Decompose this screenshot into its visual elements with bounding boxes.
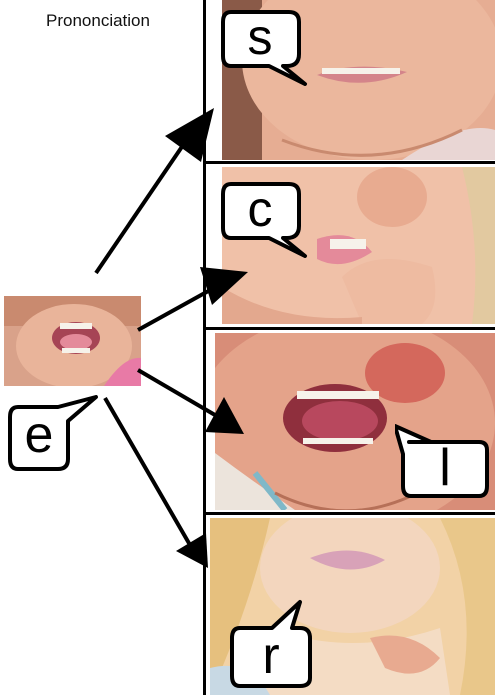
arrowhead-s: [165, 108, 214, 162]
arrow-to-s: [96, 132, 192, 273]
speech-bubble-r: r: [228, 598, 318, 690]
speech-bubble-s: s: [221, 8, 311, 88]
speech-bubble-c: c: [221, 180, 311, 260]
bubble-letter-r: r: [232, 630, 310, 682]
arrowhead-l: [205, 397, 244, 434]
bubble-letter-l: l: [403, 442, 487, 494]
arrowhead-c: [200, 267, 248, 305]
speech-bubble-e: e: [8, 395, 100, 473]
bubble-letter-s: s: [221, 12, 299, 62]
bubble-letter-c: c: [221, 184, 299, 234]
arrow-to-r: [105, 398, 190, 545]
arrowhead-r: [176, 533, 208, 568]
speech-bubble-l: l: [395, 420, 491, 500]
bubble-letter-e: e: [10, 407, 68, 463]
arrow-to-l: [138, 370, 215, 415]
